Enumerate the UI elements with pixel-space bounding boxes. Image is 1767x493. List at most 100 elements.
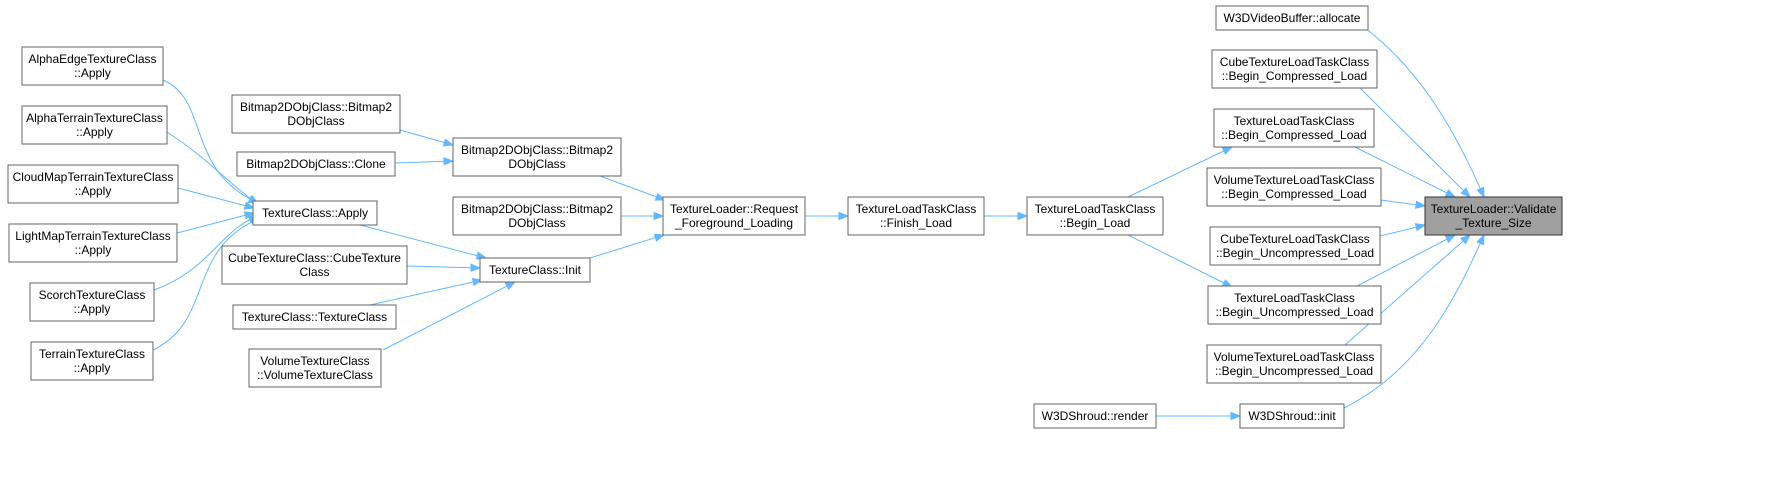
node-texapply[interactable]: TextureClass::Apply: [252, 200, 378, 226]
nodes-layer: AlphaEdgeTextureClass::ApplyAlphaTerrain…: [7, 5, 1563, 429]
node-alphaedge[interactable]: AlphaEdgeTextureClass::Apply: [21, 46, 164, 86]
edge-shroudinit-to-validate-arrowhead: [1476, 233, 1485, 246]
node-alphaterrain[interactable]: AlphaTerrainTextureClass::Apply: [21, 105, 168, 145]
node-label-line: ::Begin_Compressed_Load: [1221, 128, 1366, 142]
node-label-line: ::Apply: [75, 184, 112, 198]
node-texinit[interactable]: TextureClass::Init: [479, 257, 591, 283]
edge-cloudmap-to-texapply: [177, 187, 256, 210]
node-cube_bul[interactable]: CubeTextureLoadTaskClass::Begin_Uncompre…: [1209, 226, 1381, 266]
node-voltex-box: [248, 348, 382, 388]
node-label-line: CloudMapTerrainTextureClass: [13, 170, 174, 184]
node-bmp_clone[interactable]: Bitmap2DObjClass::Clone: [236, 151, 396, 177]
node-texapply-box: [252, 200, 378, 226]
node-bmp_ctor_c-box: [452, 196, 622, 236]
edge-voltex-to-texinit: [382, 281, 517, 351]
edge-shroudinit-to-validate-line: [1343, 234, 1485, 409]
edge-tex_bul-to-validate: [1354, 234, 1457, 288]
edge-tex_bcl-to-validate-line: [1354, 146, 1456, 198]
node-w3dvb[interactable]: W3DVideoBuffer::allocate: [1215, 5, 1369, 31]
edge-cubetex-to-texinit: [406, 263, 482, 272]
edge-texinit-to-reqfg-line: [589, 234, 665, 259]
node-label-line: TextureClass::Init: [489, 263, 582, 277]
node-terrain[interactable]: TerrainTextureClass::Apply: [30, 341, 154, 381]
edge-cube_bcl-to-validate-line: [1359, 87, 1471, 198]
node-label-line: ::Apply: [74, 66, 111, 80]
edge-bmp_ctor_c-to-reqfg: [621, 211, 665, 221]
node-label-line: Bitmap2DObjClass::Clone: [246, 157, 386, 171]
edge-w3dvb-to-validate: [1364, 27, 1485, 199]
node-bmp_ctor_a[interactable]: Bitmap2DObjClass::Bitmap2DObjClass: [231, 94, 401, 134]
edge-bmp_clone-to-bmp_ctor_b-line: [394, 160, 454, 164]
node-label-line: ::Apply: [75, 243, 112, 257]
edge-vol_bul-to-validate: [1344, 234, 1472, 346]
node-finishload-box: [847, 196, 985, 236]
node-bmp_ctor_b[interactable]: Bitmap2DObjClass::Bitmap2DObjClass: [452, 137, 622, 177]
node-cube_bcl[interactable]: CubeTextureLoadTaskClass::Begin_Compress…: [1211, 49, 1378, 89]
node-shroudinit[interactable]: W3DShroud::init: [1239, 403, 1345, 429]
node-reqfg[interactable]: TextureLoader::Request_Foreground_Loadin…: [662, 196, 806, 236]
node-texctor-box: [232, 304, 397, 330]
node-label-line: ::Begin_Uncompressed_Load: [1215, 305, 1373, 319]
node-scorch[interactable]: ScorchTextureClass::Apply: [29, 282, 155, 322]
node-voltex[interactable]: VolumeTextureClass::VolumeTextureClass: [248, 348, 382, 388]
edge-finishload-to-beginload-arrowhead: [1017, 211, 1029, 221]
node-label-line: TextureLoadTaskClass: [1234, 291, 1355, 305]
node-label-line: DObjClass: [508, 216, 565, 230]
node-label-line: VolumeTextureClass: [260, 354, 369, 368]
node-label-line: ::Begin_Compressed_Load: [1222, 69, 1367, 83]
node-label-line: Bitmap2DObjClass::Bitmap2: [461, 202, 613, 216]
node-label-line: AlphaEdgeTextureClass: [28, 52, 156, 66]
node-label-line: ScorchTextureClass: [39, 288, 146, 302]
edge-scorch-to-texapply-line: [153, 215, 259, 291]
node-beginload[interactable]: TextureLoadTaskClass::Begin_Load: [1026, 196, 1164, 236]
node-alphaedge-box: [21, 46, 164, 86]
node-cloudmap[interactable]: CloudMapTerrainTextureClass::Apply: [7, 164, 179, 204]
edge-texinit-to-reqfg: [589, 233, 666, 259]
node-terrain-box: [30, 341, 154, 381]
node-texctor[interactable]: TextureClass::TextureClass: [232, 304, 397, 330]
node-label-line: TextureLoader::Request: [670, 202, 799, 216]
edge-tex_bcl-to-validate-arrowhead: [1444, 188, 1457, 198]
node-label-line: VolumeTextureLoadTaskClass: [1214, 173, 1375, 187]
node-tex_bul-box: [1207, 285, 1382, 325]
edge-beginload-to-tex_bcl-line: [1127, 146, 1233, 198]
node-cubetex-box: [221, 245, 408, 285]
node-alphaterrain-box: [21, 105, 168, 145]
node-label-line: _Texture_Size: [1454, 216, 1531, 230]
edge-bmp_ctor_a-to-bmp_ctor_b-arrowhead: [442, 138, 455, 147]
node-label-line: Class: [299, 265, 329, 279]
node-bmp_ctor_c[interactable]: Bitmap2DObjClass::Bitmap2DObjClass: [452, 196, 622, 236]
node-label-line: ::Finish_Load: [880, 216, 952, 230]
edge-lightmap-to-texapply: [176, 211, 256, 234]
node-label-line: TextureClass::Apply: [262, 206, 368, 220]
node-label-line: TextureClass::TextureClass: [242, 310, 387, 324]
edge-voltex-to-texinit-arrowhead: [504, 281, 517, 291]
node-finishload[interactable]: TextureLoadTaskClass::Finish_Load: [847, 196, 985, 236]
node-tex_bcl-box: [1213, 108, 1375, 148]
node-shroudrender[interactable]: W3DShroud::render: [1033, 403, 1157, 429]
node-tex_bcl[interactable]: TextureLoadTaskClass::Begin_Compressed_L…: [1213, 108, 1375, 148]
node-label-line: ::Apply: [74, 361, 111, 375]
edge-voltex-to-texinit-line: [382, 281, 516, 351]
node-cubetex[interactable]: CubeTextureClass::CubeTextureClass: [221, 245, 408, 285]
edge-reqfg-to-finishload: [805, 211, 850, 221]
node-label-line: ::Begin_Uncompressed_Load: [1215, 364, 1373, 378]
edge-cube_bcl-to-validate-arrowhead: [1460, 187, 1471, 198]
node-tex_bul[interactable]: TextureLoadTaskClass::Begin_Uncompressed…: [1207, 285, 1382, 325]
node-label-line: Bitmap2DObjClass::Bitmap2: [240, 100, 392, 114]
node-vol_bul[interactable]: VolumeTextureLoadTaskClass::Begin_Uncomp…: [1206, 344, 1382, 384]
node-cube_bcl-box: [1211, 49, 1378, 89]
node-validate[interactable]: TextureLoader::Validate_Texture_Size: [1424, 196, 1563, 236]
node-shroudinit-box: [1239, 403, 1345, 429]
node-label-line: W3DShroud::render: [1042, 409, 1149, 423]
edge-texinit-to-reqfg-arrowhead: [653, 233, 666, 242]
node-label-line: ::Begin_Load: [1060, 216, 1131, 230]
edge-w3dvb-to-validate-line: [1364, 27, 1485, 198]
node-label-line: ::Begin_Uncompressed_Load: [1216, 246, 1374, 260]
edge-shroudrender-to-shroudinit-arrowhead: [1230, 411, 1242, 421]
node-label-line: W3DShroud::init: [1248, 409, 1336, 423]
node-beginload-box: [1026, 196, 1164, 236]
edge-finishload-to-beginload: [984, 211, 1029, 221]
node-vol_bcl[interactable]: VolumeTextureLoadTaskClass::Begin_Compre…: [1206, 167, 1382, 207]
node-lightmap[interactable]: LightMapTerrainTextureClass::Apply: [8, 223, 178, 263]
